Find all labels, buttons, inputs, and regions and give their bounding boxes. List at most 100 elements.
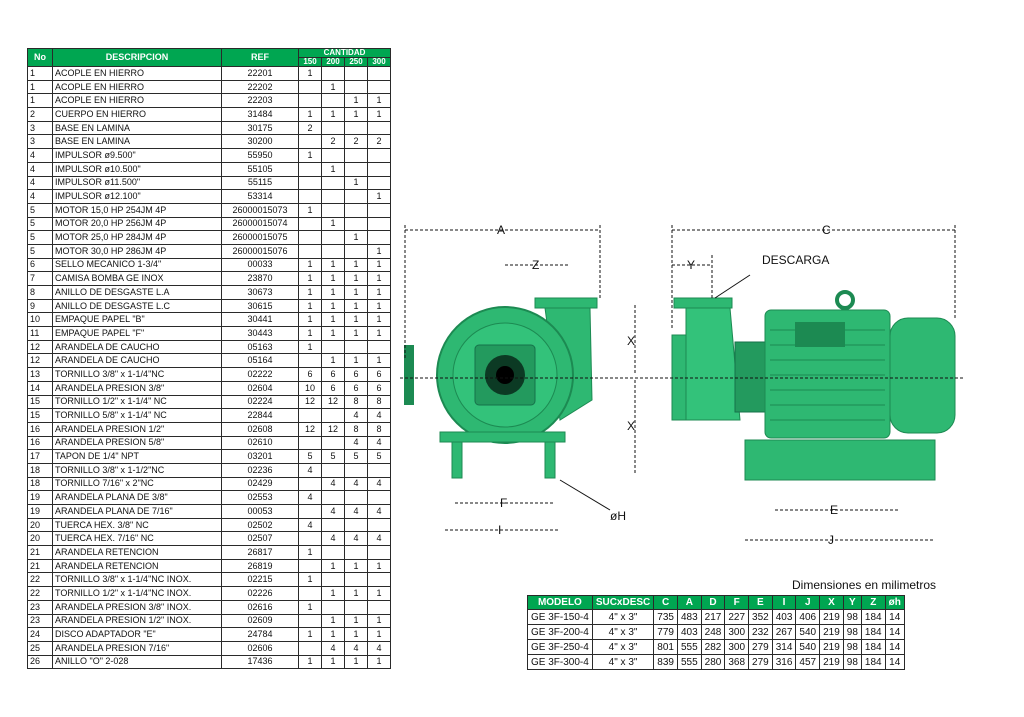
qty-250 (344, 202, 368, 218)
dimension-cell: 184 (860, 609, 886, 625)
qty-250: 8 (344, 421, 368, 437)
dimensions-header-cell: F (724, 595, 750, 610)
qty-150 (298, 93, 322, 109)
dimension-cell: 219 (819, 624, 844, 640)
qty-200: 1 (321, 161, 345, 177)
row-description: ARANDELA PRESION 7/16" (52, 640, 222, 656)
qty-250: 4 (344, 408, 368, 423)
row-description: TORNILLO 3/8" x 1-1/4"NC (52, 367, 222, 382)
qty-150 (298, 230, 322, 245)
row-ref: 03201 (221, 449, 299, 464)
qty-200: 1 (321, 627, 345, 642)
qty-250: 1 (344, 558, 368, 574)
dimension-cell: 279 (748, 654, 773, 670)
row-description: TORNILLO 1/2" x 1-1/4" NC (52, 394, 222, 410)
qty-200: 12 (321, 394, 345, 410)
row-ref: 02222 (221, 367, 299, 382)
dimensions-header-cell: X (819, 595, 844, 610)
qty-250: 4 (344, 531, 368, 547)
row-ref: 00033 (221, 257, 299, 273)
qty-200 (321, 599, 345, 615)
header-size-200: 200 (321, 57, 345, 67)
row-description: CAMISA BOMBA GE INOX (52, 271, 222, 286)
row-no: 1 (27, 93, 53, 109)
qty-300 (367, 545, 391, 560)
qty-200 (321, 202, 345, 218)
qty-300 (367, 120, 391, 136)
row-ref: 55950 (221, 148, 299, 163)
row-description: MOTOR 15,0 HP 254JM 4P (52, 202, 222, 218)
qty-250: 1 (344, 298, 368, 314)
row-description: ANILLO "O" 2-028 (52, 654, 222, 670)
row-ref: 55105 (221, 161, 299, 177)
model-cell: GE 3F-200-4 (527, 624, 593, 640)
header-cantidad: CANTIDAD (298, 48, 391, 58)
qty-200 (321, 517, 345, 533)
qty-150: 1 (298, 599, 322, 615)
qty-300 (367, 517, 391, 533)
row-ref: 30615 (221, 298, 299, 314)
dimensions-header-cell: SUCxDESC (591, 595, 655, 610)
qty-200 (321, 175, 345, 191)
row-ref: 22844 (221, 408, 299, 423)
row-no: 1 (27, 66, 53, 81)
qty-250: 4 (344, 504, 368, 519)
qty-250: 2 (344, 134, 368, 150)
dimension-cell: 403 (676, 624, 702, 640)
qty-300 (367, 161, 391, 177)
row-description: ARANDELA DE CAUCHO (52, 339, 222, 355)
qty-250: 1 (344, 107, 368, 122)
qty-300: 6 (367, 380, 391, 396)
row-ref: 30175 (221, 120, 299, 136)
qty-150: 1 (298, 654, 322, 670)
row-no: 13 (27, 367, 53, 382)
row-no: 5 (27, 230, 53, 245)
dimension-cell: 267 (771, 624, 797, 640)
qty-300: 8 (367, 394, 391, 410)
qty-200 (321, 66, 345, 81)
dimension-cell: 184 (860, 624, 886, 640)
qty-250 (344, 79, 368, 95)
row-ref: 26000015073 (221, 202, 299, 218)
row-no: 14 (27, 380, 53, 396)
row-no: 3 (27, 120, 53, 136)
row-no: 6 (27, 257, 53, 273)
qty-250: 1 (344, 326, 368, 341)
qty-300: 4 (367, 435, 391, 451)
qty-150: 1 (298, 148, 322, 163)
qty-200: 1 (321, 298, 345, 314)
row-description: ACOPLE EN HIERRO (52, 93, 222, 109)
qty-300 (367, 462, 391, 478)
dimensions-header-cell: Z (860, 595, 886, 610)
row-ref: 53314 (221, 189, 299, 204)
row-ref: 55115 (221, 175, 299, 191)
row-no: 25 (27, 640, 53, 656)
qty-250 (344, 599, 368, 615)
row-no: 26 (27, 654, 53, 670)
descarga-leader (714, 274, 751, 299)
qty-250: 1 (344, 353, 368, 369)
dimension-cell: 483 (676, 609, 702, 625)
qty-250: 1 (344, 654, 368, 670)
qty-150 (298, 408, 322, 423)
row-ref: 22202 (221, 79, 299, 95)
row-description: IMPULSOR ø9.500" (52, 148, 222, 163)
qty-200: 12 (321, 421, 345, 437)
row-description: TORNILLO 3/8" x 1-1/2"NC (52, 462, 222, 478)
dimension-cell: 232 (748, 624, 773, 640)
qty-250 (344, 517, 368, 533)
